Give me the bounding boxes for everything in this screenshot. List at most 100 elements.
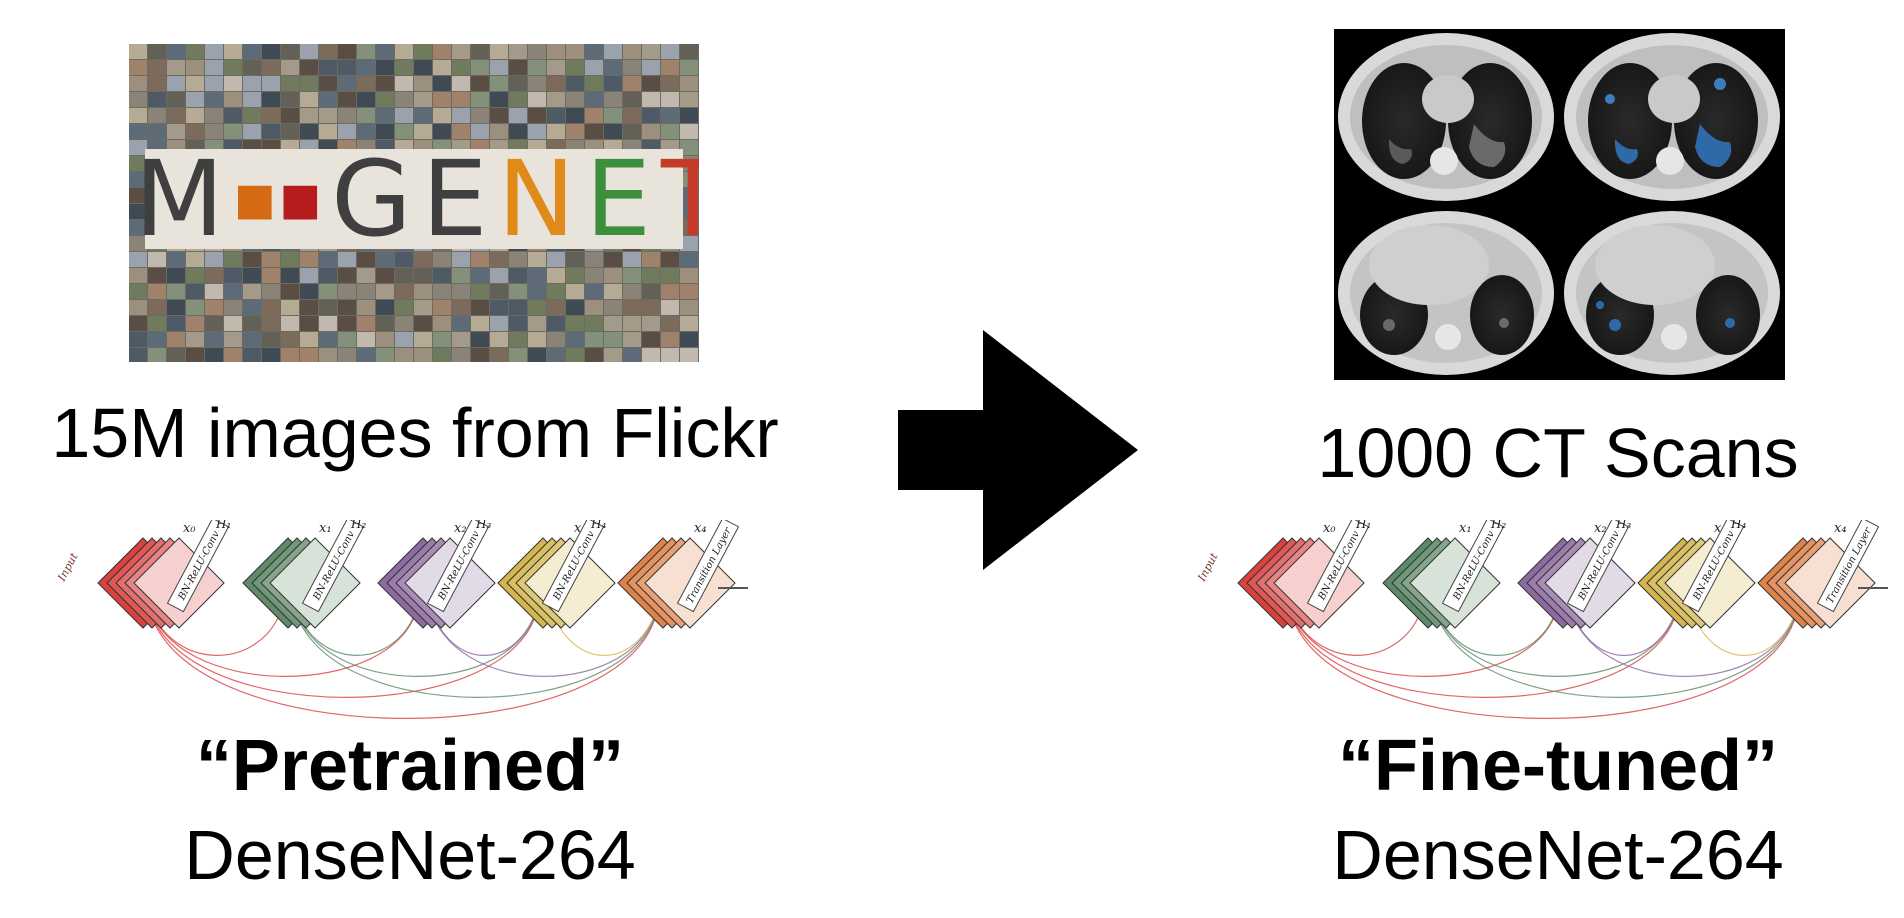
mosaic-tile: [623, 332, 641, 347]
mosaic-tile: [319, 300, 337, 315]
mosaic-tile: [414, 44, 432, 59]
mosaic-tile: [547, 268, 565, 283]
mosaic-tile: [509, 300, 527, 315]
mosaic-tile: [433, 316, 451, 331]
mosaic-tile: [509, 348, 527, 362]
mosaic-tile: [642, 268, 660, 283]
mosaic-tile: [129, 188, 147, 203]
h-label: H₃: [1615, 520, 1631, 531]
mosaic-tile: [205, 92, 223, 107]
feature-label: x₂: [1594, 521, 1607, 536]
mosaic-tile: [357, 44, 375, 59]
mosaic-tile: [186, 252, 204, 267]
mosaic-tile: [680, 204, 698, 219]
mosaic-tile: [471, 92, 489, 107]
mosaic-tile: [395, 76, 413, 91]
mosaic-tile: [623, 252, 641, 267]
mosaic-tile: [167, 316, 185, 331]
mosaic-tile: [376, 332, 394, 347]
feature-label: x₁: [319, 521, 332, 536]
mosaic-tile: [129, 300, 147, 315]
mosaic-tile: [680, 140, 698, 155]
mosaic-tile: [338, 92, 356, 107]
mosaic-tile: [490, 268, 508, 283]
mosaic-tile: [205, 284, 223, 299]
input-label: Input: [1198, 550, 1221, 584]
mosaic-tile: [604, 332, 622, 347]
mosaic-tile: [433, 268, 451, 283]
mosaic-tile: [205, 108, 223, 123]
mosaic-tile: [585, 92, 603, 107]
mosaic-tile: [509, 92, 527, 107]
h-label: H₂: [350, 520, 366, 531]
logo-letter: T: [661, 138, 699, 260]
mosaic-tile: [604, 92, 622, 107]
mosaic-tile: [623, 108, 641, 123]
mosaic-tile: [490, 252, 508, 267]
mosaic-tile: [224, 268, 242, 283]
left-model-state: “Pretrained”: [195, 726, 625, 806]
mosaic-tile: [167, 332, 185, 347]
mosaic-tile: [509, 268, 527, 283]
mosaic-tile: [414, 108, 432, 123]
mosaic-tile: [205, 76, 223, 91]
mosaic-tile: [661, 268, 679, 283]
mosaic-tile: [129, 156, 147, 171]
mosaic-tile: [585, 108, 603, 123]
mosaic-tile: [319, 76, 337, 91]
mosaic-tile: [338, 316, 356, 331]
mosaic-tile: [148, 252, 166, 267]
mosaic-tile: [281, 60, 299, 75]
mosaic-tile: [205, 300, 223, 315]
mosaic-tile: [585, 76, 603, 91]
mosaic-tile: [490, 76, 508, 91]
mosaic-tile: [623, 348, 641, 362]
mosaic-tile: [642, 252, 660, 267]
mosaic-tile: [281, 124, 299, 139]
mosaic-tile: [680, 60, 698, 75]
logo-letter: E: [585, 138, 661, 260]
mosaic-tile: [623, 76, 641, 91]
logo-square-orange: ■: [233, 173, 286, 225]
mosaic-tile: [224, 44, 242, 59]
mosaic-tile: [300, 76, 318, 91]
mosaic-tile: [319, 60, 337, 75]
mosaic-tile: [528, 316, 546, 331]
mosaic-tile: [148, 124, 166, 139]
mosaic-tile: [623, 44, 641, 59]
mosaic-tile: [509, 76, 527, 91]
mosaic-tile: [585, 268, 603, 283]
mosaic-tile: [604, 60, 622, 75]
mosaic-tile: [395, 124, 413, 139]
mosaic-tile: [186, 108, 204, 123]
mosaic-tile: [414, 300, 432, 315]
mosaic-tile: [547, 252, 565, 267]
mosaic-tile: [509, 284, 527, 299]
mosaic-tile: [414, 316, 432, 331]
mosaic-tile: [281, 92, 299, 107]
mosaic-tile: [262, 284, 280, 299]
mosaic-tile: [680, 316, 698, 331]
ct-scan-top-right: [1560, 29, 1785, 204]
mosaic-tile: [357, 124, 375, 139]
mosaic-tile: [528, 124, 546, 139]
dense-connection: [1287, 599, 1799, 719]
mosaic-tile: [300, 332, 318, 347]
mosaic-tile: [585, 60, 603, 75]
mosaic-tile: [566, 300, 584, 315]
mosaic-tile: [604, 44, 622, 59]
mosaic-tile: [224, 332, 242, 347]
mosaic-tile: [585, 332, 603, 347]
logo-letter: G: [331, 138, 422, 260]
mosaic-tile: [680, 124, 698, 139]
mosaic-tile: [338, 268, 356, 283]
mosaic-tile: [623, 316, 641, 331]
ct-scan-bottom-left: [1334, 205, 1559, 380]
mosaic-tile: [604, 316, 622, 331]
mosaic-tile: [376, 44, 394, 59]
mosaic-tile: [433, 332, 451, 347]
mosaic-tile: [509, 332, 527, 347]
mosaic-tile: [243, 284, 261, 299]
mosaic-tile: [357, 348, 375, 362]
